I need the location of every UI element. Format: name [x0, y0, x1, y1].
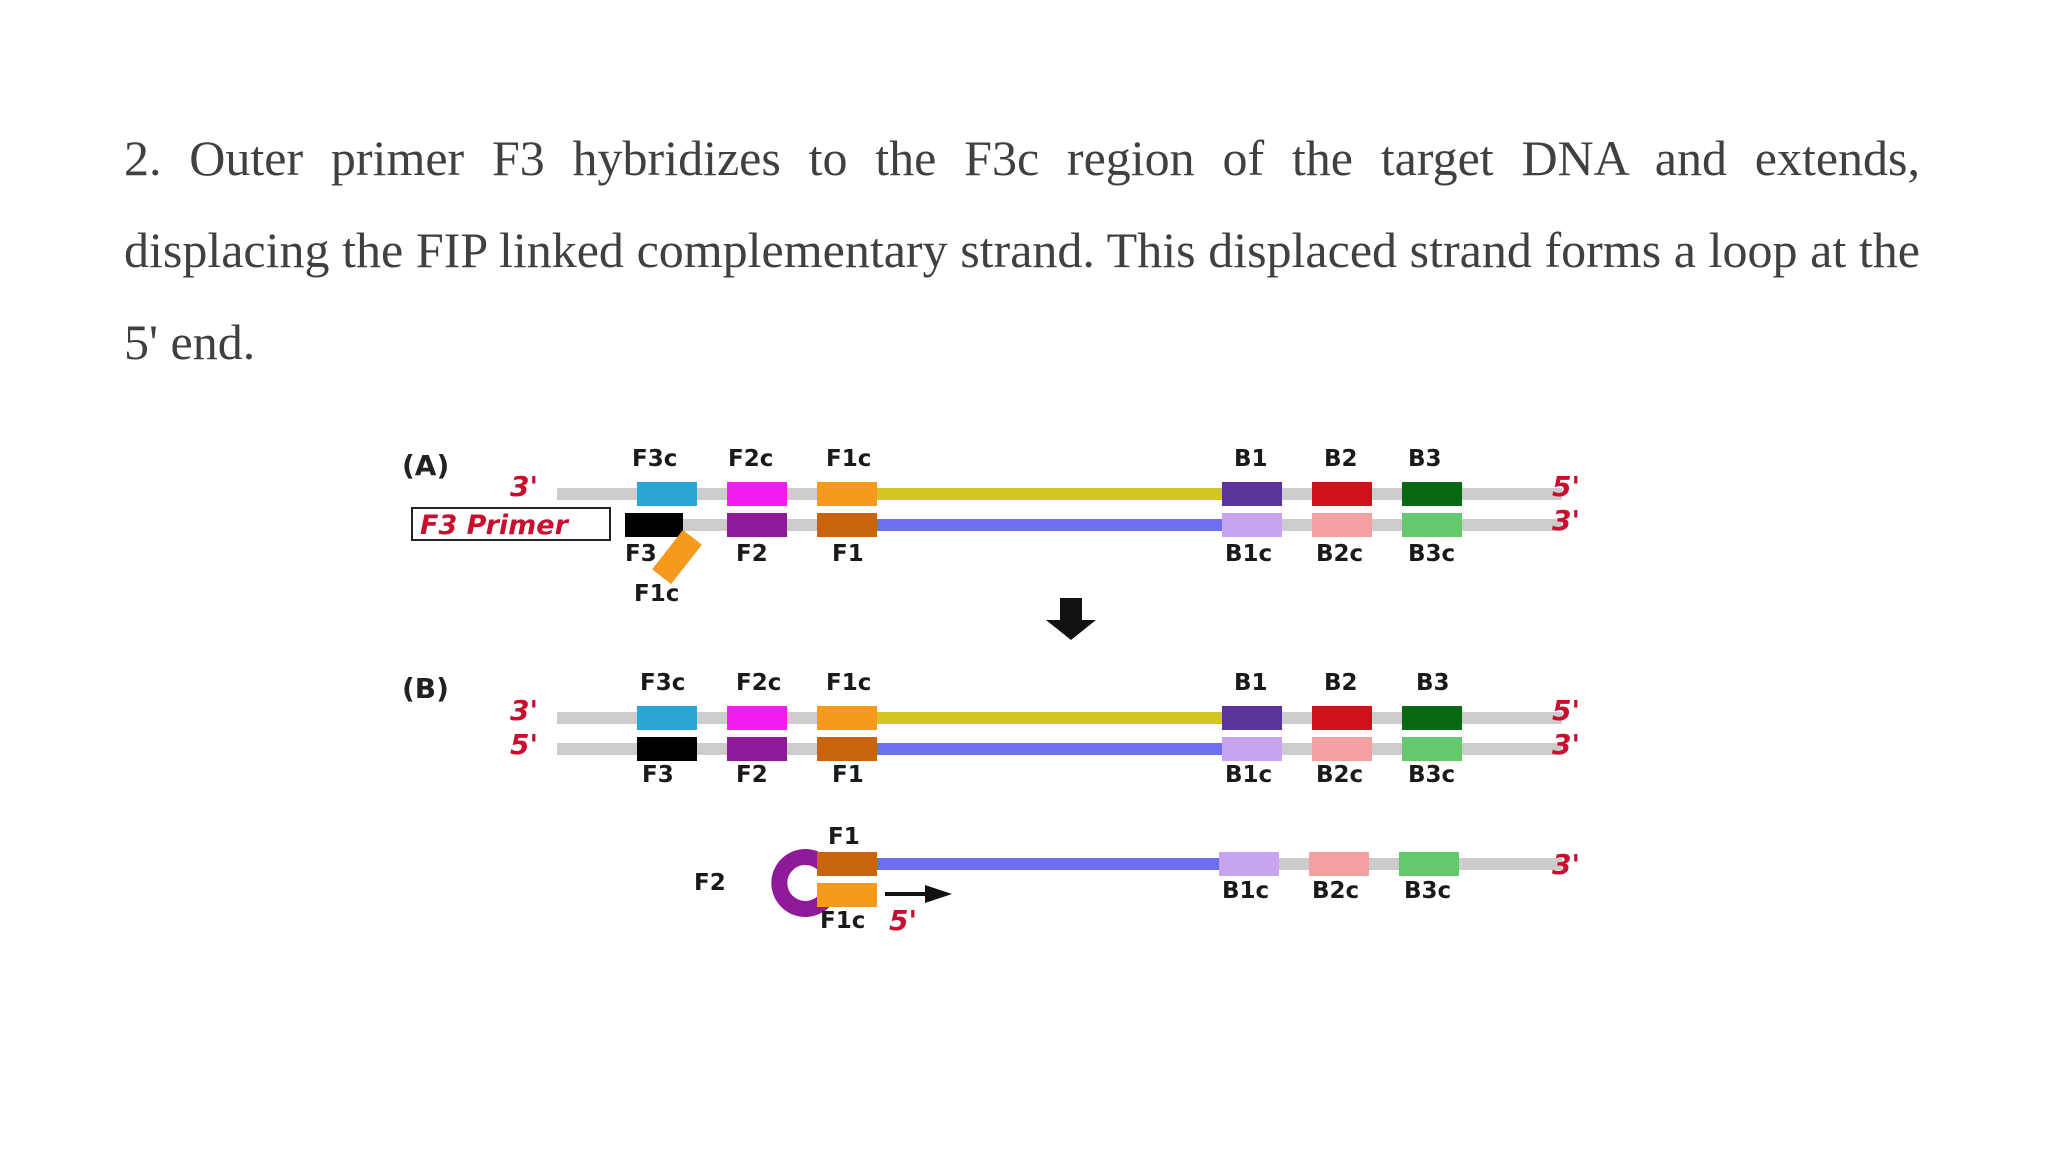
panel-a-top-right-end: 5'	[1552, 470, 1580, 503]
panel-b-bottom-strand	[874, 743, 1230, 755]
loop-f1c-segment	[817, 883, 877, 907]
loop-bottom-label: B1c	[1222, 878, 1269, 904]
panel-b-top-label: F2c	[736, 670, 781, 696]
panel-b-bottom-left-end: 5'	[510, 728, 538, 761]
panel-b-bottom-label: B3c	[1408, 762, 1455, 788]
panel-b-label: (B)	[402, 672, 449, 705]
panel-b-top-label: F1c	[826, 670, 871, 696]
loop-f1-segment	[817, 852, 877, 876]
panel-a-label: (A)	[402, 449, 449, 482]
panel-a-b3c-segment	[1402, 513, 1462, 537]
panel-a-bottom-label: F3	[625, 541, 657, 567]
panel-b-f2c-segment	[727, 706, 787, 730]
panel-a-f3c-segment	[637, 482, 697, 506]
panel-a-bottom-label: F2	[736, 541, 768, 567]
panel-a-top-label: B3	[1408, 446, 1442, 472]
panel-a-top-left-end: 3'	[510, 470, 538, 503]
panel-a-top-label: F2c	[728, 446, 773, 472]
panel-b-f1-segment	[817, 737, 877, 761]
loop-bottom-label: B3c	[1404, 878, 1451, 904]
panel-a-top-label: B1	[1234, 446, 1268, 472]
panel-b-top-label: B3	[1416, 670, 1450, 696]
loop-right-end: 3'	[1552, 848, 1580, 881]
loop-b1c-segment	[1219, 852, 1279, 876]
loop-backbone	[1219, 858, 1562, 870]
panel-a-f2-segment	[727, 513, 787, 537]
loop-f2-label: F2	[694, 870, 726, 896]
panel-b-bottom-right-end: 3'	[1552, 728, 1580, 761]
f3-primer-label: F3 Primer	[420, 510, 570, 541]
f3-primer-box	[411, 507, 611, 541]
panel-a-f1c-segment	[817, 482, 877, 506]
panel-b-b3c-segment	[1402, 737, 1462, 761]
extension-arrow	[885, 885, 952, 903]
panel-b-f2-segment	[727, 737, 787, 761]
panel-b-top-right-end: 5'	[1552, 694, 1580, 727]
panel-b-bottom-label: B1c	[1225, 762, 1272, 788]
panel-b-b3-segment	[1402, 706, 1462, 730]
panel-a-top-label: B2	[1324, 446, 1358, 472]
loop-bottom-label: B2c	[1312, 878, 1359, 904]
panel-b-top-left-end: 3'	[510, 694, 538, 727]
loop-five-prime-label: 5'	[889, 904, 917, 937]
panel-a-bottom-label: B3c	[1408, 541, 1455, 567]
panel-b-bottom-label: F1	[832, 762, 864, 788]
panel-b-bottom-label: F3	[642, 762, 674, 788]
panel-a-f1-segment	[817, 513, 877, 537]
panel-b-b1c-segment	[1222, 737, 1282, 761]
panel-b-f1c-segment	[817, 706, 877, 730]
panel-a-b1c-segment	[1222, 513, 1282, 537]
loop-f1-label: F1	[828, 824, 860, 850]
panel-b-top-label: B1	[1234, 670, 1268, 696]
loop-f1c-label: F1c	[820, 908, 865, 934]
lamp-diagram-svg: (A) 3' F3 Primer	[402, 446, 1580, 937]
panel-a-bottom-label: B1c	[1225, 541, 1272, 567]
panel-a-b1-segment	[1222, 482, 1282, 506]
panel-a-b3-segment	[1402, 482, 1462, 506]
panel-a-f2c-segment	[727, 482, 787, 506]
step-description: 2. Outer primer F3 hybridizes to the F3c…	[124, 130, 1920, 370]
loop-strand-line	[874, 858, 1219, 870]
panel-a-bottom-right-end: 3'	[1552, 504, 1580, 537]
panel-a-f1c-tail-label: F1c	[634, 581, 679, 607]
panel-b-f3-segment	[637, 737, 697, 761]
panel-b-b2-segment	[1312, 706, 1372, 730]
panel-a-bottom-label: B2c	[1316, 541, 1363, 567]
panel-a-bottom-label: F1	[832, 541, 864, 567]
panel-a-f3-segment	[625, 513, 683, 537]
panel-b-b2c-segment	[1312, 737, 1372, 761]
step-down-arrow	[1046, 598, 1096, 640]
loop-b3c-segment	[1399, 852, 1459, 876]
panel-a-f1c-tail-segment	[652, 529, 702, 585]
panel-a-b2-segment	[1312, 482, 1372, 506]
panel-a-top-label: F1c	[826, 446, 871, 472]
panel-a-top-strand	[874, 488, 1230, 500]
panel-b-f3c-segment	[637, 706, 697, 730]
panel-b-top-label: B2	[1324, 670, 1358, 696]
panel-a-top-label: F3c	[632, 446, 677, 472]
panel-a-bottom-strand	[874, 519, 1230, 531]
lamp-diagram: (A) 3' F3 Primer	[392, 430, 1632, 950]
panel-a-b2c-segment	[1312, 513, 1372, 537]
panel-b-top-strand	[874, 712, 1230, 724]
panel-b-bottom-label: F2	[736, 762, 768, 788]
panel-b-b1-segment	[1222, 706, 1282, 730]
loop-b2c-segment	[1309, 852, 1369, 876]
loop-f2-segment	[771, 849, 832, 917]
panel-b-top-label: F3c	[640, 670, 685, 696]
panel-b-bottom-label: B2c	[1316, 762, 1363, 788]
